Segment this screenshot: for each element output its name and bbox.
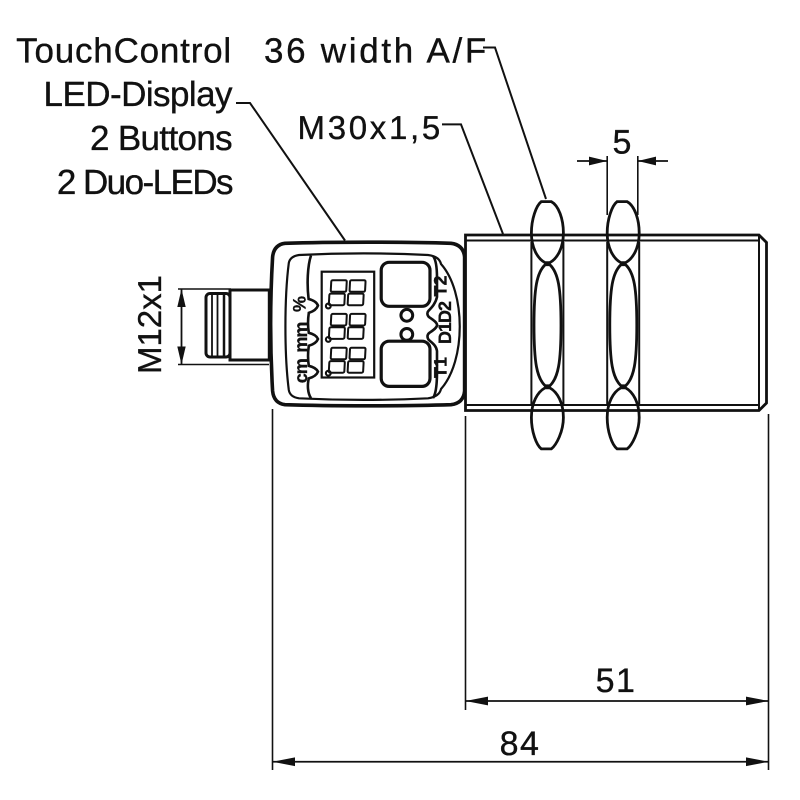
svg-text:84: 84 xyxy=(500,725,541,763)
svg-text:mm: mm xyxy=(291,323,311,353)
svg-text:2 Duo-LEDs: 2 Duo-LEDs xyxy=(57,163,233,202)
svg-text:T1: T1 xyxy=(431,357,451,378)
svg-text:2 Buttons: 2 Buttons xyxy=(90,119,232,158)
svg-text:LED-Display: LED-Display xyxy=(44,75,233,114)
svg-text:M30x1,5: M30x1,5 xyxy=(298,109,443,146)
svg-text:M12x1: M12x1 xyxy=(131,275,168,374)
svg-text:cm: cm xyxy=(291,359,311,383)
svg-text:51: 51 xyxy=(596,662,637,700)
svg-text:TouchControl: TouchControl xyxy=(16,32,232,71)
svg-text:5: 5 xyxy=(613,124,632,162)
svg-text:%: % xyxy=(290,296,310,312)
svg-text:36 width A/F: 36 width A/F xyxy=(264,32,489,71)
svg-text:D1D2: D1D2 xyxy=(435,301,455,344)
svg-text:T2: T2 xyxy=(431,275,451,296)
